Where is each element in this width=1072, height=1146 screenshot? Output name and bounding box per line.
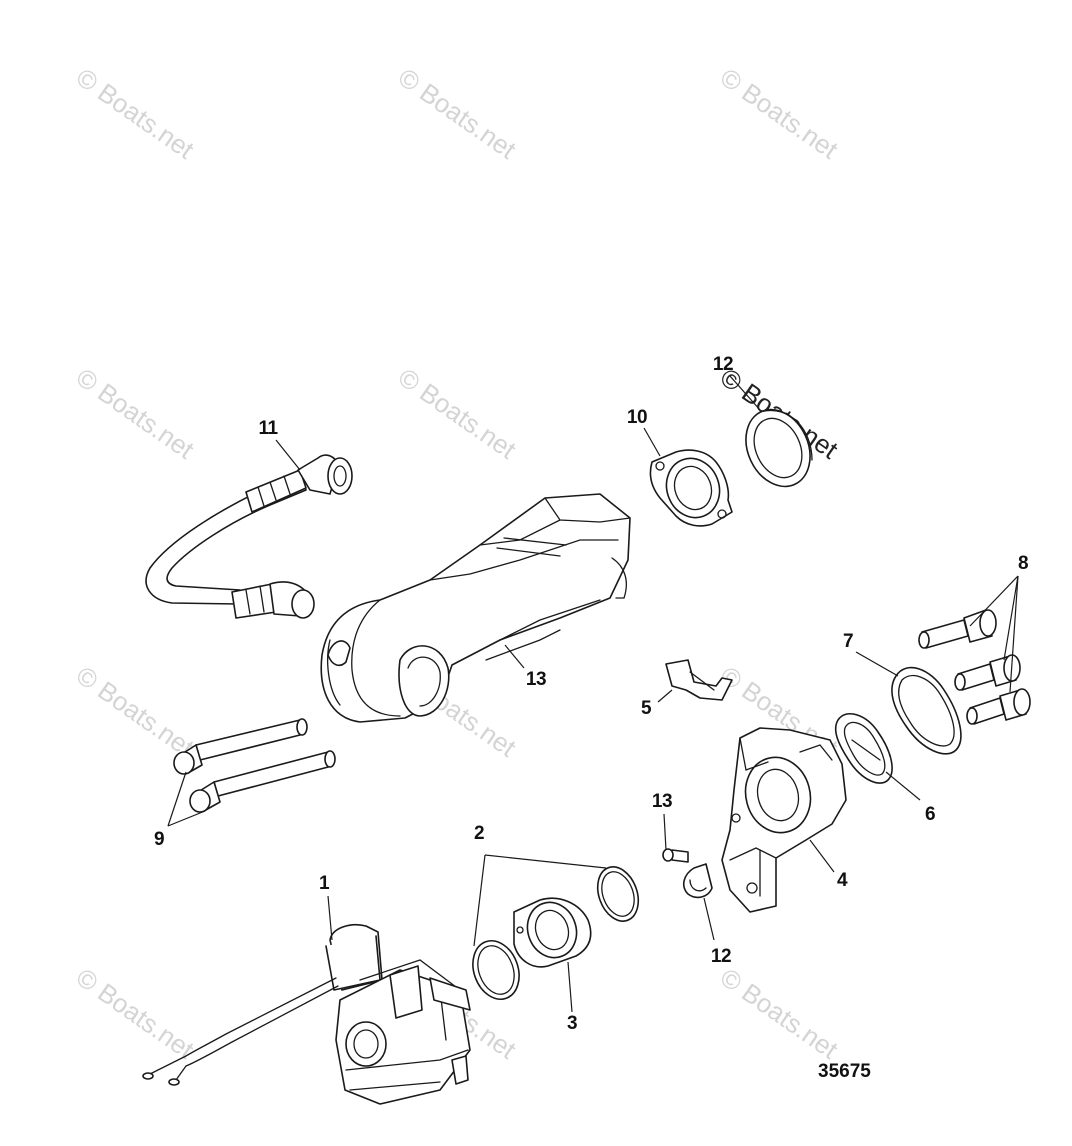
callout-3: 3	[566, 1013, 578, 1034]
drawing-number: 35675	[818, 1061, 871, 1082]
fuel-hose-part-11	[145, 454, 353, 619]
o-rings-part-2	[472, 866, 640, 1000]
callout-13-upper: 13	[525, 669, 547, 690]
bolts-part-8	[918, 609, 1031, 725]
callout-1: 1	[318, 873, 330, 894]
gasket-part-7	[891, 666, 962, 755]
callout-8: 8	[1017, 553, 1029, 574]
callout-7: 7	[842, 631, 854, 652]
flange-adapter-part-10	[649, 449, 733, 527]
callout-2: 2	[473, 823, 485, 844]
callout-12-upper: 12	[712, 354, 734, 375]
hose-clip-part-12	[682, 863, 713, 899]
spacer-part-3	[513, 897, 592, 968]
carburetor-part-1	[142, 924, 471, 1105]
callout-11: 11	[258, 418, 278, 439]
callout-4: 4	[836, 870, 848, 891]
callout-12-lower: 12	[710, 946, 732, 967]
reed-plate-part-6	[834, 712, 893, 784]
reed-housing-part-4	[721, 727, 847, 913]
callout-5: 5	[640, 698, 652, 719]
intake-silencer-part-13	[320, 493, 631, 723]
callout-10: 10	[626, 407, 648, 428]
bracket-clip-part-5	[665, 659, 733, 701]
long-bolts-part-9	[173, 718, 336, 813]
callout-9: 9	[153, 829, 165, 850]
leader-lines	[167, 375, 1019, 1013]
screw-part-13	[662, 848, 689, 863]
callout-13-lower: 13	[651, 791, 673, 812]
callout-6: 6	[924, 804, 936, 825]
rubber-seal-part-12	[745, 408, 813, 488]
